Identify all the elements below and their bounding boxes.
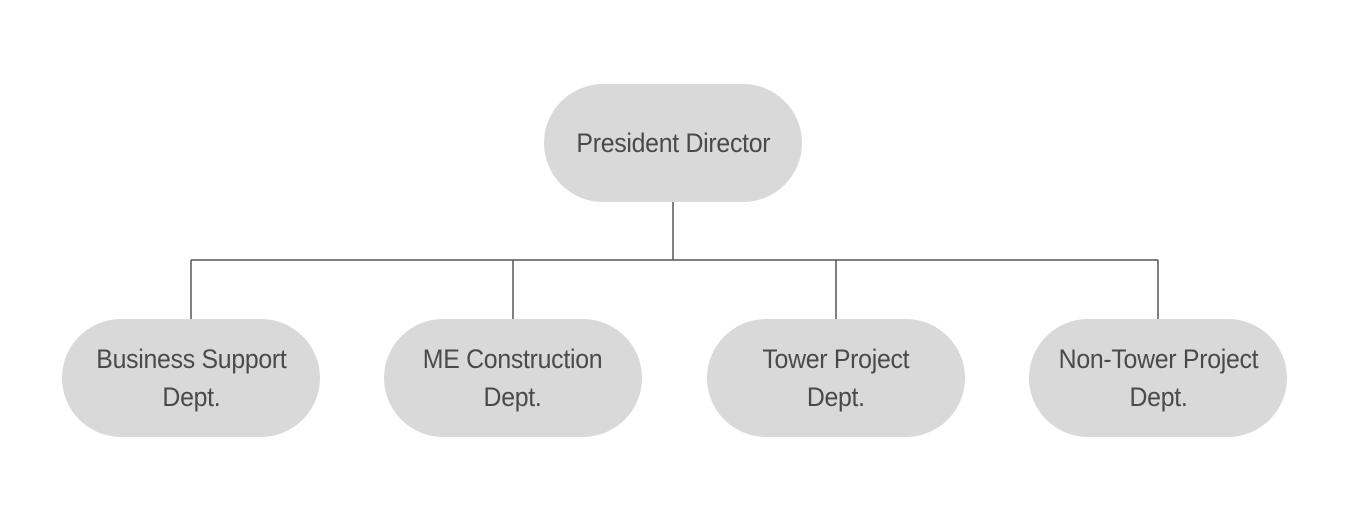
node-president-director: President Director xyxy=(544,84,802,202)
node-tower-project-dept: Tower Project Dept. xyxy=(707,319,965,437)
node-label: President Director xyxy=(576,128,770,158)
node-label: ME Construction Dept. xyxy=(423,344,603,412)
node-label: Non-Tower Project Dept. xyxy=(1058,344,1258,412)
node-label: Business Support Dept. xyxy=(95,344,287,412)
node-me-construction-dept: ME Construction Dept. xyxy=(384,319,642,437)
node-business-support-dept: Business Support Dept. xyxy=(62,319,320,437)
node-non-tower-project-dept: Non-Tower Project Dept. xyxy=(1029,319,1287,437)
node-label: Tower Project Dept. xyxy=(762,344,910,412)
